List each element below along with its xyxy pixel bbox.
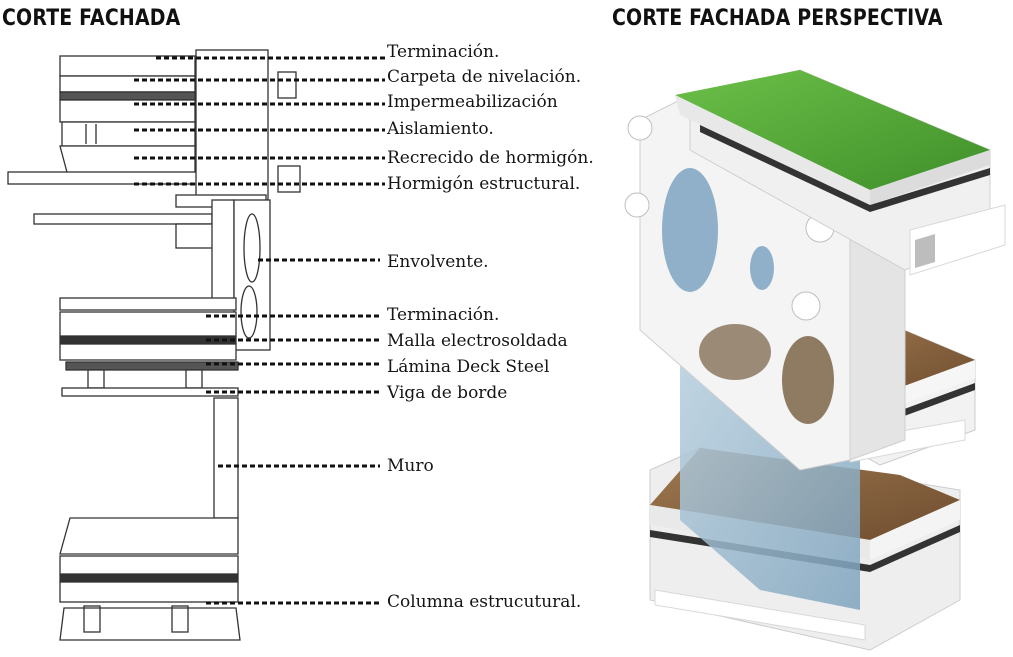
- green-roof-block: [675, 69, 1006, 276]
- label-lamina-deck-steel: Lámina Deck Steel: [387, 357, 550, 377]
- label-recrecido-hormigon: Recrecido de hormigón.: [387, 148, 594, 168]
- label-carpeta-nivelacion: Carpeta de nivelación.: [387, 67, 582, 87]
- label-aislamiento: Aislamiento.: [387, 119, 494, 139]
- label-viga-borde: Viga de borde: [387, 383, 508, 403]
- label-malla-electrosoldada: Malla electrosoldada: [387, 331, 568, 351]
- label-envolvente: Envolvente.: [387, 252, 489, 272]
- label-muro: Muro: [387, 456, 434, 476]
- section-title: CORTE FACHADA: [2, 6, 181, 31]
- label-columna-estructural: Columna estrucutural.: [387, 592, 582, 612]
- label-impermeabilizacion: Impermeabilización: [387, 92, 558, 112]
- label-hormigon-estructural: Hormigón estructural.: [387, 174, 581, 194]
- label-terminacion-floor: Terminación.: [387, 305, 500, 325]
- perspective-title: CORTE FACHADA PERSPECTIVA: [612, 6, 943, 31]
- label-terminacion-roof: Terminación.: [387, 42, 500, 62]
